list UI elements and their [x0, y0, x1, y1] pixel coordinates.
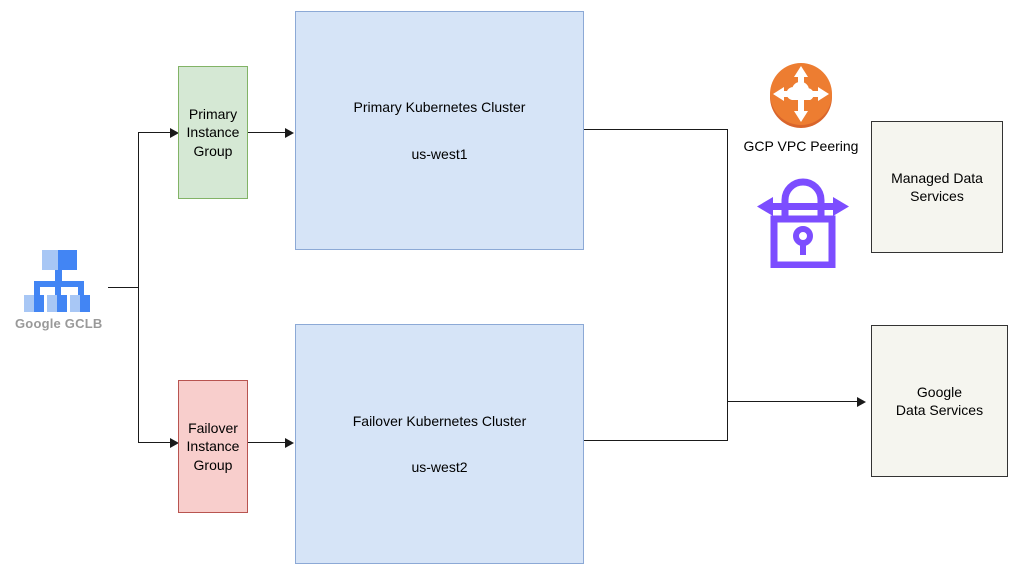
gclb-label: Google GCLB [15, 316, 103, 331]
edge-gclb-to-bus [108, 287, 139, 288]
edge-merge-vertical [727, 129, 728, 441]
primary-instance-group-box[interactable]: Primary Instance Group [178, 66, 248, 199]
managed-data-services-line2: Services [910, 188, 964, 204]
vpc-peering-label: GCP VPC Peering [743, 138, 859, 154]
failover-kubernetes-cluster-box[interactable]: Failover Kubernetes Cluster us-west2 [295, 324, 584, 564]
arrowhead-failover-cluster [285, 438, 294, 448]
failover-ig-line1: Failover [188, 419, 238, 436]
secure-lock-icon [757, 178, 849, 269]
google-data-services-line1: Google [916, 383, 963, 400]
edge-bus-to-failover-ig [138, 442, 177, 443]
primary-ig-line3: Group [193, 142, 233, 159]
vpc-peering-icon [770, 63, 832, 128]
google-data-services-box[interactable]: Google Data Services [871, 325, 1008, 477]
failover-ig-line2: Instance [186, 438, 240, 455]
gcp-vpc-peering-node[interactable]: GCP VPC Peering [731, 60, 871, 154]
arrowhead-primary-ig [170, 128, 179, 138]
failover-cluster-region: us-west2 [411, 459, 468, 475]
primary-cluster-name: Primary Kubernetes Cluster [353, 99, 526, 116]
managed-data-services-box[interactable]: Managed Data Services [871, 121, 1003, 253]
edge-merge-to-google-data-services [727, 401, 862, 402]
edge-bus-to-primary-ig [138, 132, 177, 133]
edge-failover-ig-to-cluster [247, 442, 291, 443]
failover-cluster-name: Failover Kubernetes Cluster [352, 412, 527, 429]
gclb-icon [22, 250, 96, 312]
arrowhead-google-data-services [857, 397, 866, 407]
failover-instance-group-box[interactable]: Failover Instance Group [178, 380, 248, 513]
edge-failover-cluster-out [583, 440, 728, 441]
primary-cluster-region: us-west1 [411, 145, 468, 162]
secure-lock-node [757, 172, 849, 273]
managed-data-services-line1: Managed Data [891, 169, 983, 186]
primary-ig-line2: Instance [186, 124, 240, 141]
arrowhead-primary-cluster [285, 128, 294, 138]
edge-primary-ig-to-cluster [247, 132, 291, 133]
google-data-services-line2: Data Services [895, 402, 984, 418]
failover-ig-line3: Group [193, 456, 233, 473]
google-gclb-node[interactable]: Google GCLB [15, 250, 102, 331]
edge-primary-cluster-out [583, 129, 728, 130]
primary-ig-line1: Primary [188, 105, 238, 122]
arrowhead-failover-ig [170, 438, 179, 448]
edge-bus-vertical [138, 132, 139, 443]
primary-kubernetes-cluster-box[interactable]: Primary Kubernetes Cluster us-west1 [295, 11, 584, 250]
